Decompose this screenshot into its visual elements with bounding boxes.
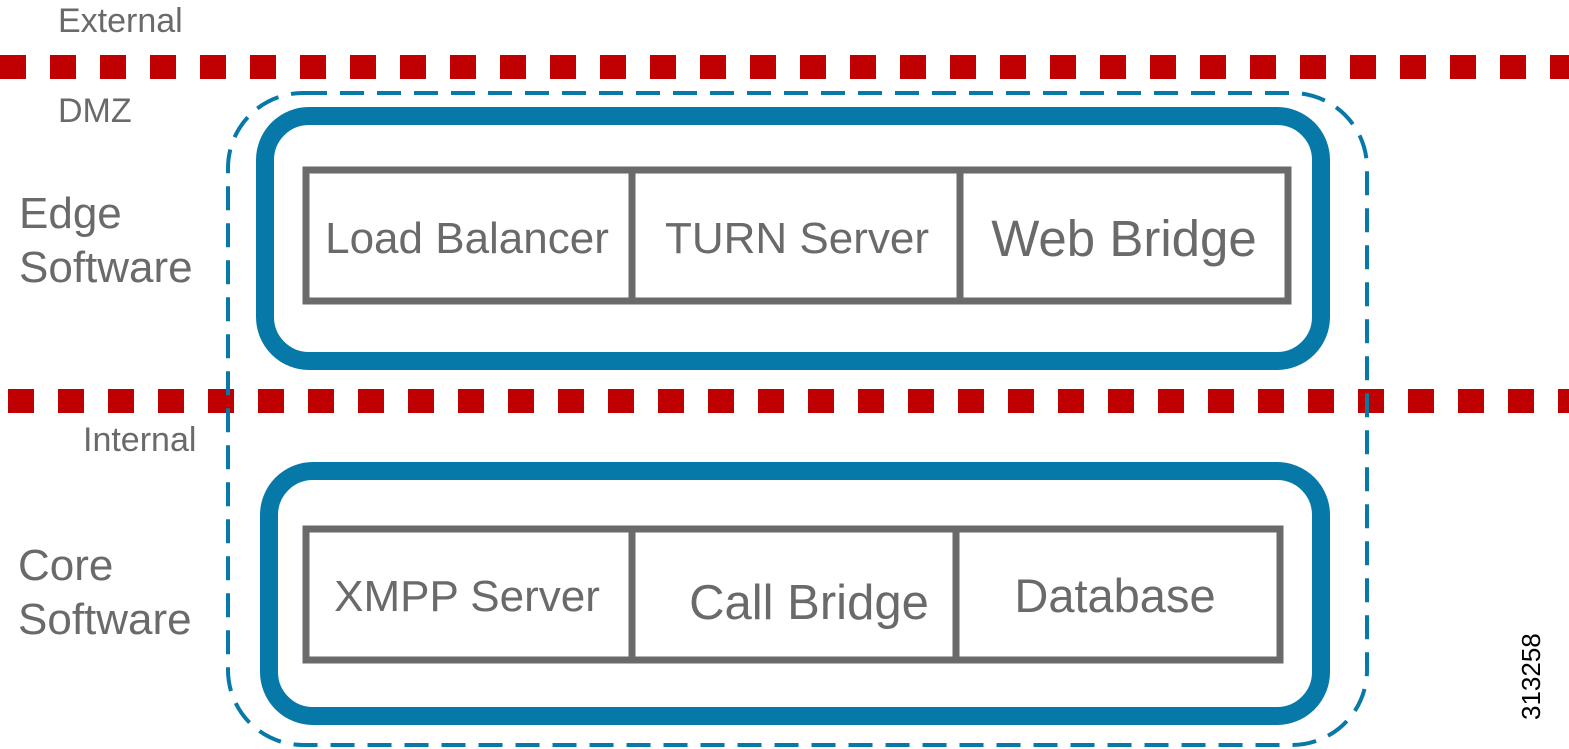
web-bridge-label: Web Bridge: [991, 210, 1257, 267]
dmz-zone-label: DMZ: [58, 92, 132, 130]
xmpp-server-label: XMPP Server: [334, 572, 600, 621]
core-component-box-3: [952, 525, 1284, 664]
internal-zone-label: Internal: [83, 421, 197, 459]
edge-software-label-line1: Edge: [19, 189, 122, 238]
figure-id: 313258: [1516, 633, 1546, 720]
edge-software-label: Edge Software: [19, 187, 193, 295]
edge-component-box-3: [956, 166, 1292, 305]
core-software-label: Core Software: [18, 539, 192, 647]
turn-server-label: TURN Server: [665, 214, 929, 263]
load-balancer-label: Load Balancer: [325, 214, 609, 263]
server-enclosure: [226, 91, 1369, 747]
edge-software-label-line2: Software: [19, 243, 193, 292]
call-bridge-label: Call Bridge: [689, 576, 929, 630]
core-software-label-line2: Software: [18, 595, 192, 644]
database-label: Database: [1014, 569, 1215, 622]
core-software-label-line1: Core: [18, 541, 114, 590]
external-zone-label: External: [58, 2, 183, 40]
